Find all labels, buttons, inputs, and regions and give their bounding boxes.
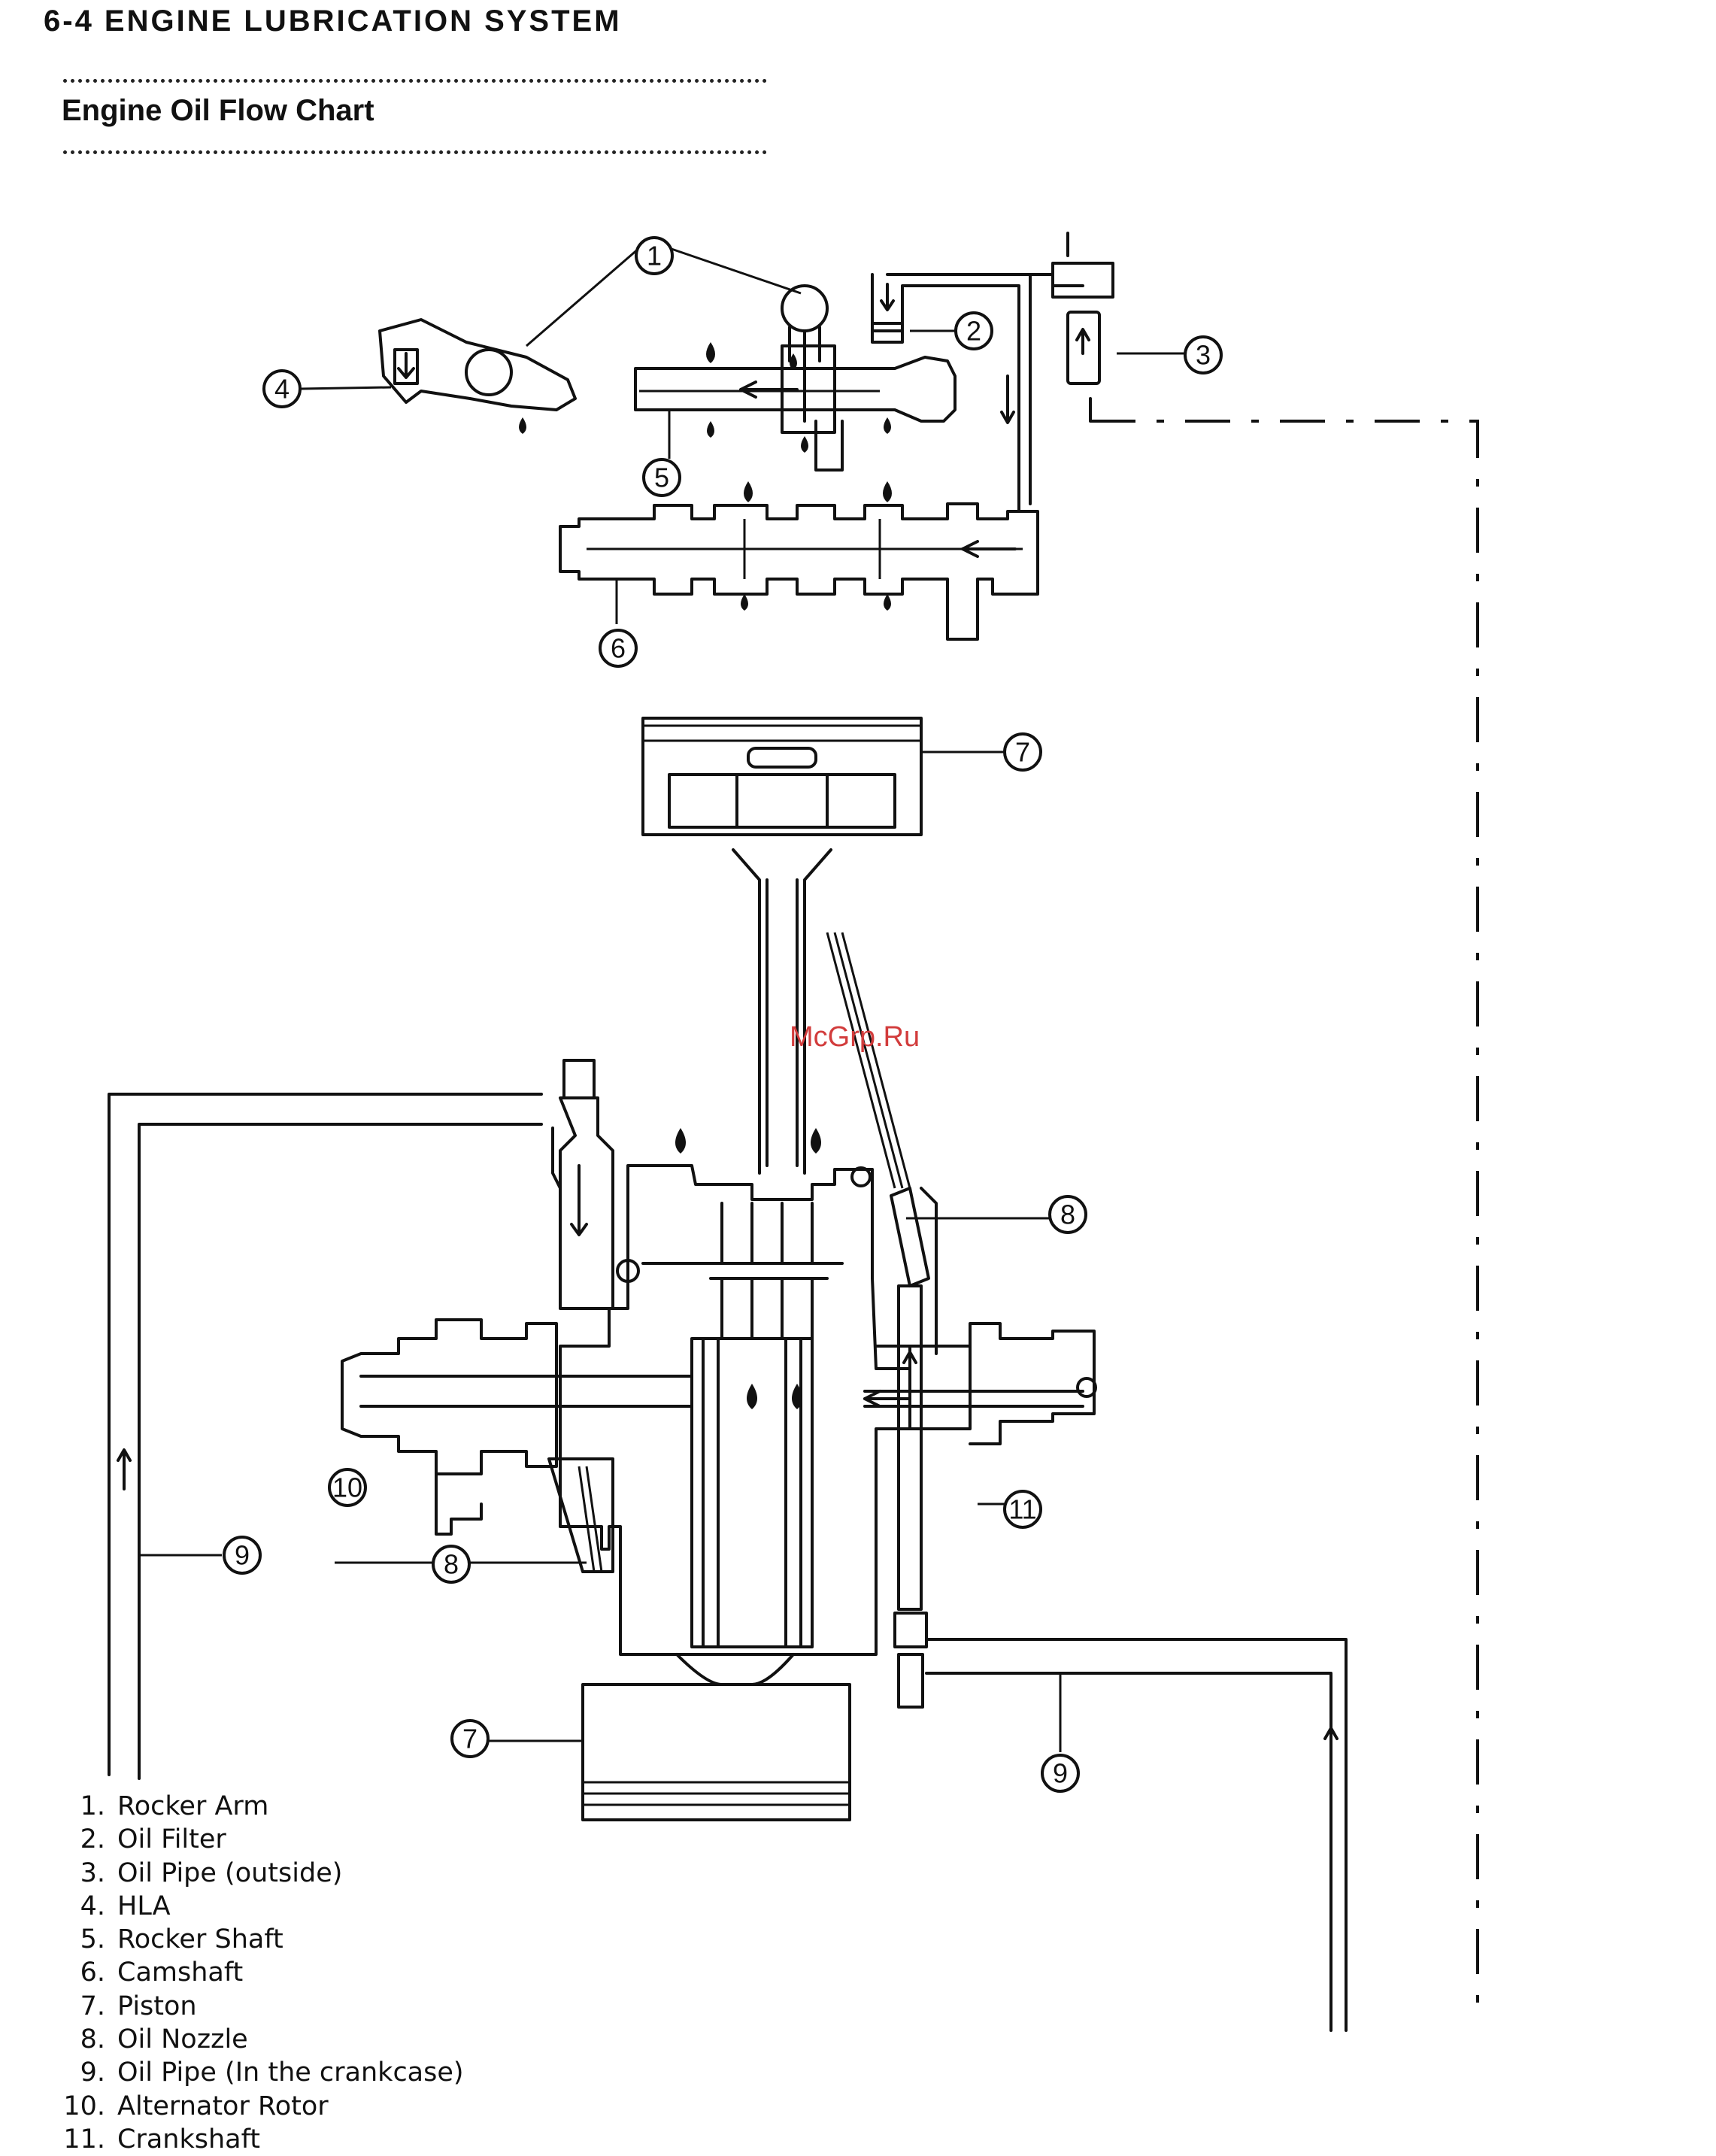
oil-nozzle-left-lower — [549, 1459, 613, 1572]
svg-text:5: 5 — [654, 462, 669, 493]
svg-text:7: 7 — [1015, 737, 1030, 768]
svg-text:8: 8 — [444, 1549, 459, 1580]
oil-nozzle-left-upper — [553, 1060, 613, 1308]
callout-8-lower: 8 — [433, 1546, 469, 1582]
legend-item: 6.Camshaft — [44, 1956, 464, 1989]
callout-7-lower: 7 — [452, 1721, 488, 1757]
svg-text:10: 10 — [332, 1472, 362, 1503]
legend-item: 3.Oil Pipe (outside) — [44, 1857, 464, 1890]
callout-2: 2 — [956, 313, 992, 349]
callout-9-right: 9 — [1042, 1755, 1078, 1791]
callout-4: 4 — [264, 371, 300, 407]
return-line — [1090, 421, 1478, 2023]
svg-text:6: 6 — [611, 633, 626, 664]
callout-5: 5 — [644, 459, 680, 496]
svg-text:4: 4 — [274, 374, 290, 405]
svg-text:1: 1 — [647, 241, 662, 271]
legend-item: 11.Crankshaft — [44, 2123, 464, 2156]
legend-item: 9.Oil Pipe (In the crankcase) — [44, 2056, 464, 2089]
watermark: McGrp.Ru — [790, 1021, 920, 1054]
legend-item: 10.Alternator Rotor — [44, 2090, 464, 2123]
oil-nozzle-upper — [827, 932, 929, 1286]
lower-piston — [583, 1654, 850, 1820]
svg-text:11: 11 — [1008, 1494, 1036, 1525]
callout-11: 11 — [1005, 1491, 1041, 1527]
rocker-arm-hla — [380, 320, 575, 410]
callout-1: 1 — [636, 238, 672, 274]
legend-item: 7.Piston — [44, 1990, 464, 2023]
parts-legend: 1.Rocker Arm 2.Oil Filter 3.Oil Pipe (ou… — [44, 1790, 464, 2156]
oil-filter — [872, 233, 1113, 511]
alternator-rotor — [342, 1320, 692, 1534]
svg-text:7: 7 — [462, 1724, 478, 1754]
callout-7-upper: 7 — [1005, 734, 1041, 770]
callout-8-upper: 8 — [1050, 1196, 1086, 1233]
oil-pipe-outside — [1068, 312, 1099, 421]
legend-item: 2.Oil Filter — [44, 1823, 464, 1856]
callout-3: 3 — [1185, 337, 1221, 373]
oil-nozzle-right-lower — [895, 1286, 1346, 2030]
oil-pipe-crankcase-left — [109, 1094, 541, 1778]
svg-text:8: 8 — [1060, 1199, 1075, 1230]
rocker-shaft-assembly — [635, 286, 955, 470]
legend-item: 5.Rocker Shaft — [44, 1923, 464, 1956]
legend-item: 4.HLA — [44, 1890, 464, 1923]
oil-drops — [519, 342, 892, 1409]
callout-6: 6 — [600, 630, 636, 666]
legend-item: 1.Rocker Arm — [44, 1790, 464, 1823]
svg-text:9: 9 — [235, 1540, 250, 1571]
svg-text:2: 2 — [966, 316, 981, 347]
svg-text:9: 9 — [1053, 1758, 1068, 1789]
svg-text:3: 3 — [1196, 340, 1211, 371]
callout-9-left: 9 — [224, 1537, 260, 1573]
camshaft — [560, 504, 1038, 639]
callout-10: 10 — [329, 1469, 365, 1506]
legend-item: 8.Oil Nozzle — [44, 2023, 464, 2056]
